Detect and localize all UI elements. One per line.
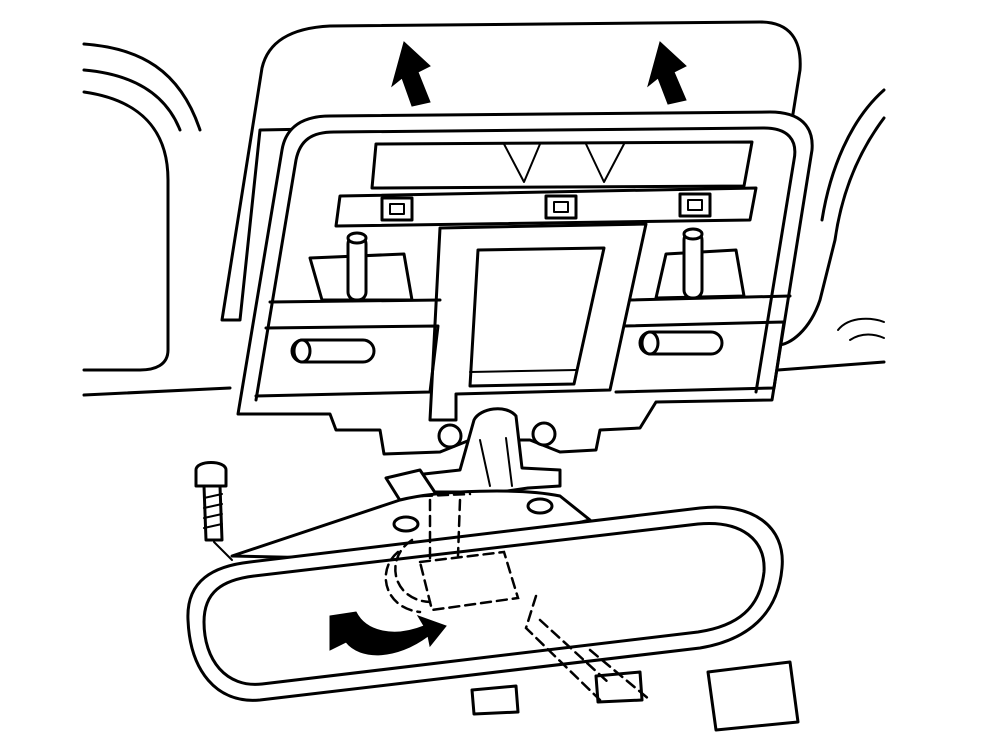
bracket-bolt-left xyxy=(437,423,463,449)
guide-pins xyxy=(290,227,746,364)
retaining-clip-right xyxy=(678,192,712,218)
retaining-clip-center xyxy=(544,194,578,220)
mirror-glass xyxy=(202,521,766,686)
rearview-mirror xyxy=(186,489,784,716)
push-up-arrows xyxy=(391,41,687,107)
mirror-bottom-tab xyxy=(470,684,520,716)
trim-cover xyxy=(706,660,800,732)
push-up-arrow-right xyxy=(647,41,687,105)
retaining-clip-left xyxy=(380,196,414,222)
rotation-arrow xyxy=(329,611,447,656)
bracket-bolt-right xyxy=(531,421,557,447)
push-up-arrow-left xyxy=(391,41,431,107)
mirror-bottom-tab-right xyxy=(594,670,644,704)
retaining-clips xyxy=(380,192,712,222)
guide-pin-left xyxy=(346,234,368,302)
headliner-opening xyxy=(220,20,802,322)
guide-pin-right xyxy=(682,230,704,300)
headliner-outline xyxy=(82,42,886,397)
lower-pin-left xyxy=(290,338,376,364)
mounting-screw xyxy=(194,461,233,561)
overhead-console-housing xyxy=(236,110,814,456)
lower-pin-right xyxy=(638,330,724,356)
console-top-slot xyxy=(370,140,754,190)
hidden-mirror-mount xyxy=(384,492,652,702)
